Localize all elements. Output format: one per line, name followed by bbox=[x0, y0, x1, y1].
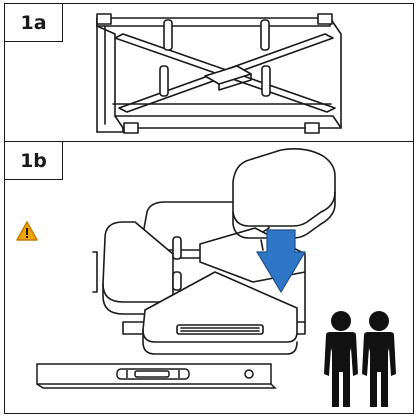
step-1a-label: 1a bbox=[5, 4, 63, 42]
step-1b-panel: 1b bbox=[4, 141, 414, 414]
seat-assembly-drawing bbox=[36, 148, 396, 407]
spirit-level-icon bbox=[36, 363, 277, 389]
frame-base-drawing bbox=[96, 13, 342, 134]
down-arrow-icon bbox=[255, 229, 307, 294]
step-1a-panel: 1a bbox=[4, 3, 414, 142]
warning-icon bbox=[16, 221, 38, 241]
two-person-icon bbox=[324, 311, 396, 407]
step-1b-label: 1b bbox=[5, 142, 63, 180]
